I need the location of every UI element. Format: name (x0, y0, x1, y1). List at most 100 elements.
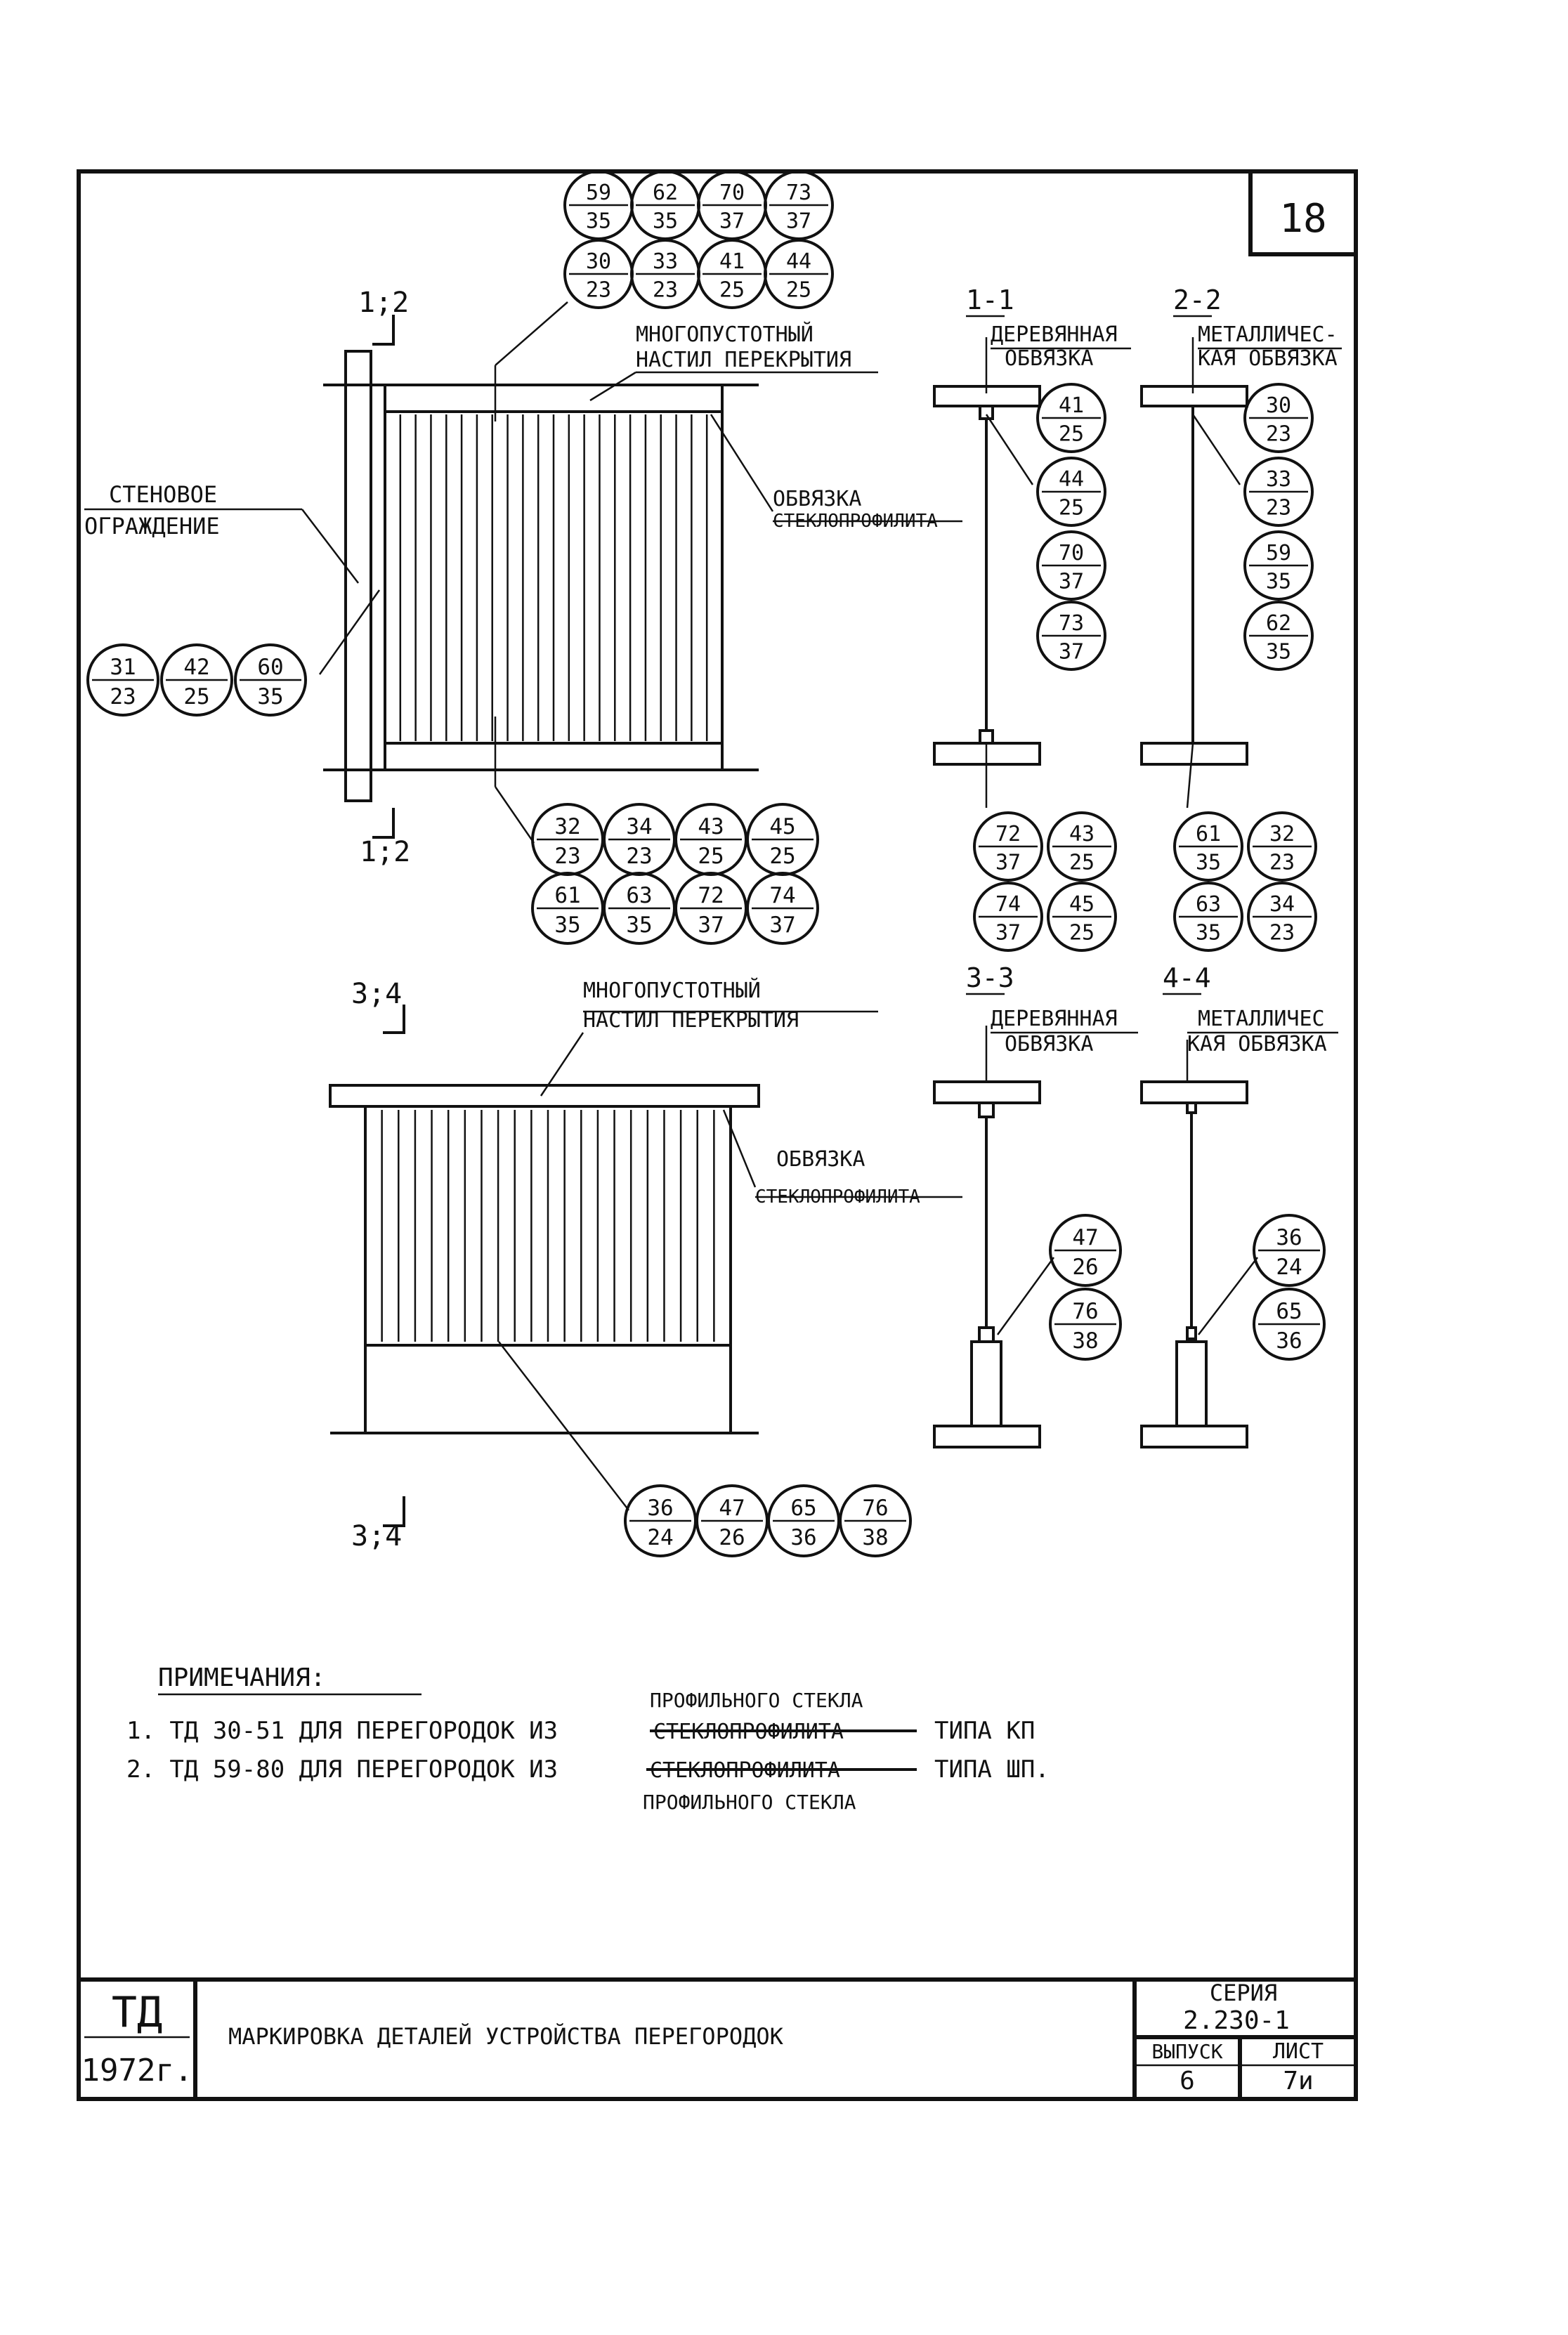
marker-circle (86, 643, 159, 717)
marker-circle (1173, 811, 1243, 882)
marker-sheet: 25 (1059, 496, 1084, 521)
marker-sheet: 25 (719, 278, 745, 303)
section-mark-top: 1;2 (358, 287, 409, 319)
marker-sheet: 25 (1069, 851, 1095, 875)
marker-number: 42 (183, 655, 209, 680)
marker-number: 62 (1266, 611, 1291, 636)
marker-number: 36 (647, 1496, 673, 1521)
marker-number: 44 (1059, 467, 1084, 492)
section-4-label-line1: МЕТАЛЛИЧЕС (1198, 1007, 1325, 1031)
marker-number: 31 (110, 655, 136, 680)
marker-sheet: 35 (1196, 851, 1221, 875)
marker-circle (1243, 530, 1314, 601)
marker-number: 33 (653, 249, 678, 274)
marker-sheet: 35 (554, 913, 580, 938)
marker-circle (973, 811, 1043, 882)
marker-number: 45 (769, 814, 795, 839)
marker-sheet: 38 (862, 1525, 888, 1550)
sheet-frame (77, 169, 1358, 2101)
marker-sheet: 23 (110, 684, 136, 709)
marker-sheet: 23 (554, 844, 580, 869)
marker-sheet: 23 (1266, 496, 1291, 521)
marker-sheet: 25 (769, 844, 795, 869)
marker-circle (1243, 457, 1314, 527)
marker-number: 59 (586, 181, 611, 205)
marker-sheet: 35 (257, 684, 283, 709)
section-mark-top-bottom: 1;2 (360, 836, 410, 868)
marker-circle (973, 882, 1043, 952)
marker-sheet: 38 (1072, 1328, 1098, 1354)
section-3-title: 3-3 (966, 962, 1014, 993)
marker-number: 72 (995, 822, 1021, 846)
marker-circle (764, 239, 834, 309)
marker-circle (1036, 383, 1106, 453)
drawing-title: МАРКИРОВКА ДЕТАЛЕЙ УСТРОЙСТВА ПЕРЕГОРОДО… (228, 2023, 784, 2050)
wall-label-line2: ОГРАЖДЕНИЕ (84, 513, 220, 539)
marker-number: 47 (1072, 1225, 1098, 1250)
marker-circle (160, 643, 233, 717)
sheet-value: 7и (1283, 2067, 1313, 2095)
marker-circle (1047, 882, 1117, 952)
marker-number: 30 (1266, 393, 1291, 418)
marker-sheet: 25 (786, 278, 811, 303)
marker-number: 44 (786, 249, 811, 274)
marker-number: 73 (786, 181, 811, 205)
marker-sheet: 35 (626, 913, 652, 938)
marker-number: 61 (554, 883, 580, 908)
marker-sheet: 35 (586, 209, 611, 234)
year: 1972г. (81, 2053, 193, 2088)
marker-number: 76 (862, 1496, 888, 1521)
marker-number: 60 (257, 655, 283, 680)
bottom-slab-label-line1: МНОГОПУСТОТНЫЙ (583, 978, 761, 1003)
marker-number: 70 (719, 181, 745, 205)
bottom-elevation: 3;4 3;4 МНОГОПУСТОТНЫЙ НАСТИЛ ПЕРЕКРЫТИЯ… (329, 978, 962, 1557)
glass-profile-lines-bottom (381, 1110, 715, 1342)
marker-sheet: 26 (719, 1525, 745, 1550)
wall-label-line1: СТЕНОВОЕ (109, 481, 217, 508)
marker-sheet: 25 (183, 684, 209, 709)
top-slab-label-line2: НАСТИЛ ПЕРЕКРЫТИЯ (636, 348, 851, 372)
marker-sheet: 37 (698, 913, 724, 938)
marker-sheet: 23 (586, 278, 611, 303)
section-2-title: 2-2 (1173, 284, 1222, 315)
marker-sheet: 23 (1269, 921, 1295, 946)
note-1-correction: ПРОФИЛЬНОГО СТЕКЛА (650, 1689, 863, 1712)
marker-sheet: 23 (653, 278, 678, 303)
section-1-title: 1-1 (966, 284, 1014, 315)
marker-sheet: 25 (1059, 422, 1084, 447)
marker-number: 47 (719, 1496, 745, 1521)
section-3-label-line2: ОБВЯЗКА (1005, 1032, 1093, 1057)
marker-circle (1036, 530, 1106, 601)
marker-number: 59 (1266, 541, 1291, 565)
marker-number: 61 (1196, 822, 1221, 846)
marker-number: 74 (769, 883, 795, 908)
marker-circle (746, 872, 819, 945)
section-4-title: 4-4 (1163, 962, 1211, 993)
